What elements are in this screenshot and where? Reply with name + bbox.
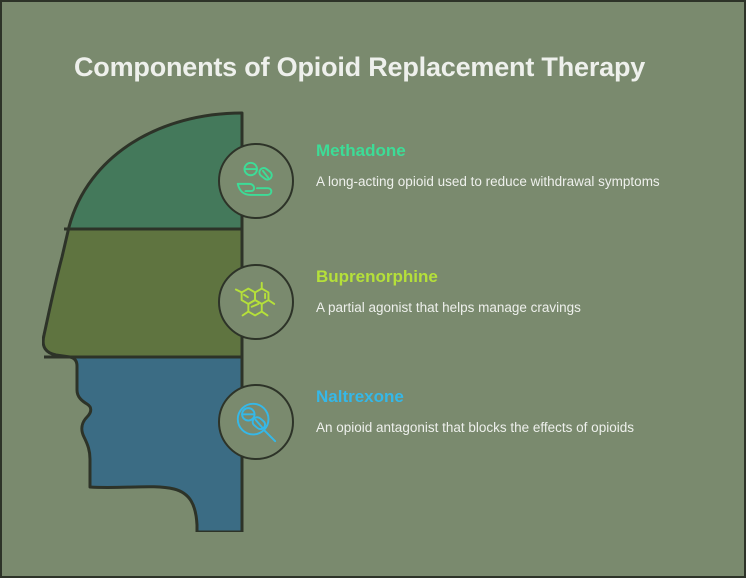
component-entry-naltrexone: Naltrexone An opioid antagonist that blo… [316,387,634,437]
component-title: Buprenorphine [316,267,438,286]
component-entry-buprenorphine: Buprenorphine A partial agonist that hel… [316,267,581,317]
component-icon-badge-naltrexone[interactable] [218,384,294,460]
molecule-structure-icon [234,281,276,317]
magnifier-pills-icon [236,402,277,443]
hand-holding-pills-icon [236,161,273,196]
badge-circle [218,264,294,340]
component-description: A partial agonist that helps manage crav… [316,299,581,315]
component-icon-badge-buprenorphine[interactable] [218,264,294,340]
badge-circle [218,384,294,460]
component-title: Naltrexone [316,387,404,406]
page-title: Components of Opioid Replacement Therapy [74,52,646,82]
component-entry-methadone: Methadone A long-acting opioid used to r… [316,141,660,191]
badge-circle [218,143,294,219]
component-icon-badge-methadone[interactable] [218,143,294,219]
head-band-face [43,229,243,357]
component-title: Methadone [316,141,406,160]
component-description: A long-acting opioid used to reduce with… [316,173,660,189]
head-outline [42,111,244,532]
component-description: An opioid antagonist that blocks the eff… [316,419,634,435]
